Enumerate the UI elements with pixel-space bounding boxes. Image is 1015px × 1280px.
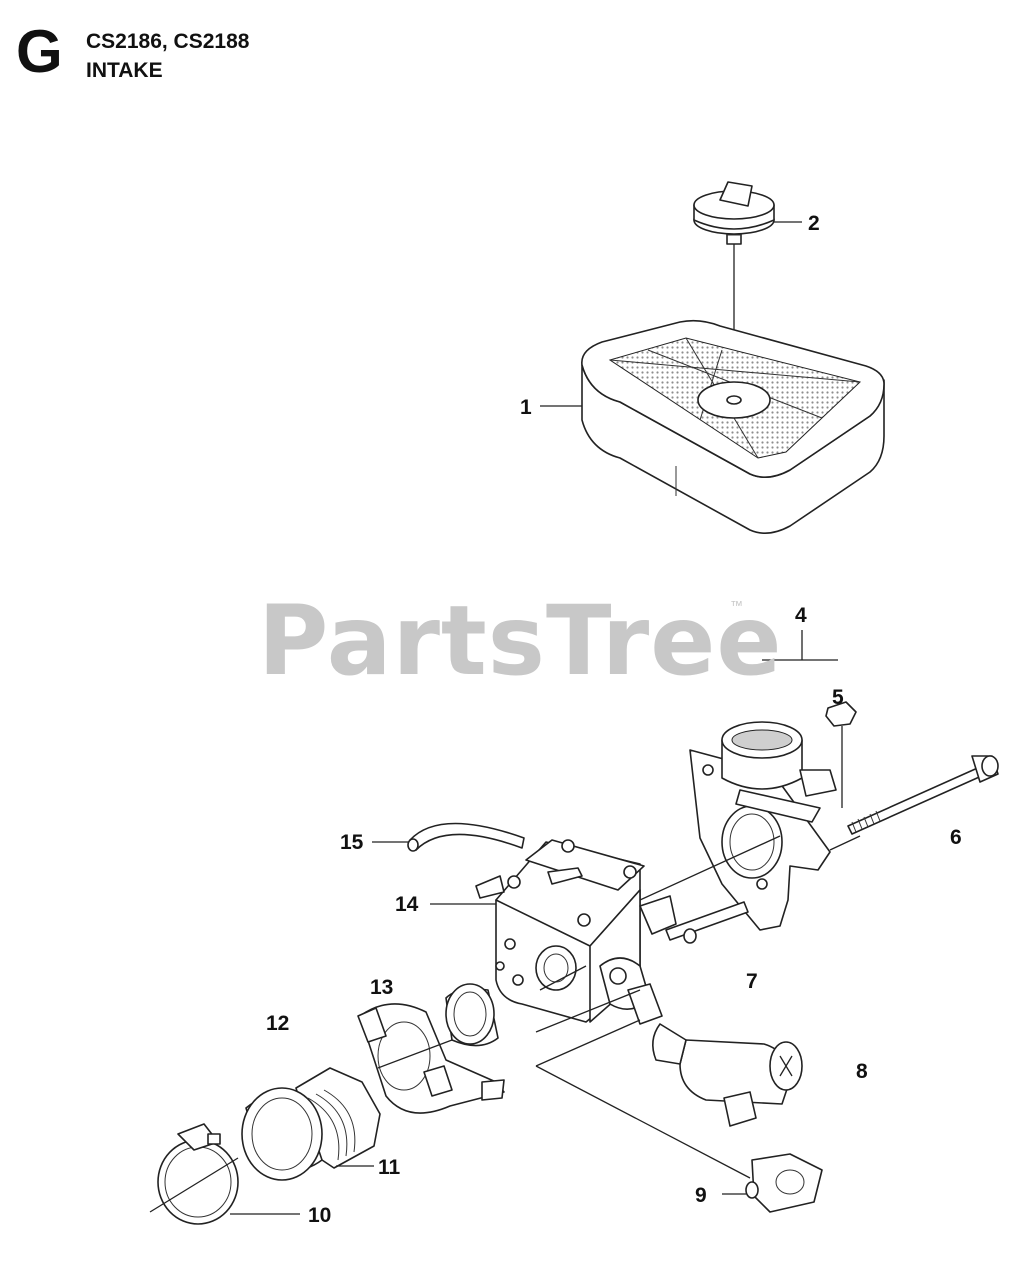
air-filter-part[interactable] [540, 319, 885, 534]
clip-part[interactable] [722, 1153, 823, 1213]
flange-part[interactable] [357, 1003, 505, 1114]
filter-knob-part[interactable] [693, 181, 802, 400]
watermark-logo: PartsTree [258, 585, 783, 697]
callout-10: 10 [308, 1204, 331, 1227]
callout-11: 11 [378, 1156, 401, 1179]
bolt-part[interactable] [829, 755, 999, 851]
callout-labels: 1 2 4 5 6 7 8 9 10 11 12 13 14 15 [266, 212, 962, 1227]
carburetor-part[interactable] [430, 835, 781, 1025]
intake-boot-part[interactable] [241, 1067, 381, 1181]
callout-9: 9 [695, 1184, 707, 1207]
callout-1: 1 [520, 396, 532, 419]
intake-adapter-part[interactable] [689, 701, 857, 931]
callout-7: 7 [746, 970, 758, 993]
hose-clamp-part[interactable] [149, 1123, 300, 1225]
section-title: INTAKE [86, 59, 163, 82]
watermark-trademark: ™ [730, 598, 743, 613]
callout-2: 2 [808, 212, 820, 235]
fuel-hose-part[interactable] [372, 822, 525, 852]
callout-12: 12 [266, 1012, 289, 1035]
callout-4: 4 [795, 604, 807, 627]
callout-8: 8 [856, 1060, 868, 1083]
fuel-filter-part[interactable] [652, 1023, 803, 1127]
callout-14: 14 [395, 893, 419, 916]
callout-15: 15 [340, 831, 364, 854]
model-numbers: CS2186, CS2188 [86, 30, 250, 53]
callout-5: 5 [832, 686, 844, 709]
section-letter: G [16, 18, 63, 85]
assembly-leader-lines [535, 965, 751, 1179]
assembly-4-bracket [762, 630, 838, 661]
callout-13: 13 [370, 976, 393, 999]
spacer-ring-part[interactable] [445, 983, 499, 1047]
callout-6: 6 [950, 826, 962, 849]
